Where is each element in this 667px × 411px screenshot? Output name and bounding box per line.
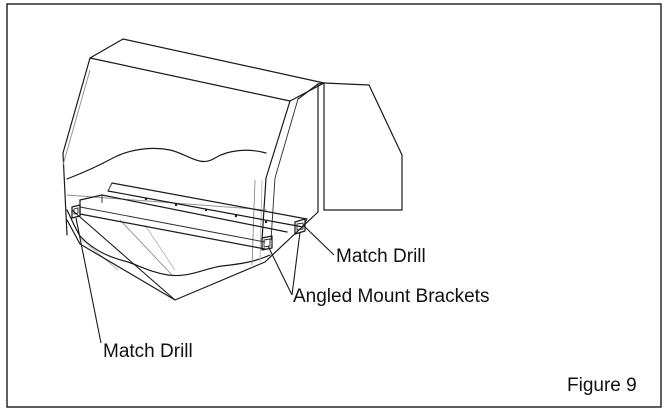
cutaway-break-top bbox=[66, 147, 267, 180]
leader-match-drill-right bbox=[302, 224, 335, 256]
hidden-line-4 bbox=[251, 179, 256, 266]
figure-caption: Figure 9 bbox=[567, 375, 637, 396]
front-edge-outer bbox=[261, 100, 291, 241]
leader-bracket-back bbox=[291, 231, 301, 296]
rail-assembly bbox=[71, 182, 308, 251]
hidden-line-2 bbox=[119, 219, 173, 276]
back-rail-top bbox=[111, 182, 308, 220]
label-angled-mount-brackets: Angled Mount Brackets bbox=[293, 286, 489, 307]
left-angled-bracket bbox=[71, 204, 81, 219]
leader-bracket-front bbox=[267, 245, 293, 296]
rail-hole bbox=[264, 220, 268, 224]
rail-hole bbox=[174, 203, 178, 207]
rail-hole bbox=[144, 197, 148, 201]
label-match-drill-right: Match Drill bbox=[336, 246, 426, 267]
right-angled-bracket-back bbox=[294, 218, 306, 235]
cabinet-top bbox=[89, 38, 325, 102]
cabinet-left-side bbox=[62, 57, 91, 236]
cabinet-bottom-v bbox=[66, 219, 266, 301]
rail-hole bbox=[234, 214, 238, 218]
cabinet-bottom-right-edge bbox=[264, 211, 319, 263]
hidden-line-3 bbox=[144, 224, 176, 271]
cabinet-drawing bbox=[62, 38, 403, 301]
adjacent-cabinet bbox=[323, 82, 403, 211]
front-edge-inner bbox=[270, 98, 299, 241]
cutaway-break-bottom bbox=[66, 209, 271, 277]
leader-match-drill-left-2 bbox=[71, 209, 176, 301]
right-angled-bracket-front bbox=[261, 235, 273, 251]
label-match-drill-left: Match Drill bbox=[103, 341, 193, 362]
hidden-line-7 bbox=[79, 237, 119, 271]
rail-hole bbox=[204, 208, 208, 212]
leader-lines bbox=[71, 209, 335, 344]
leader-match-drill-left bbox=[75, 217, 102, 344]
hidden-line-6 bbox=[62, 69, 91, 166]
figure-frame bbox=[6, 3, 662, 408]
